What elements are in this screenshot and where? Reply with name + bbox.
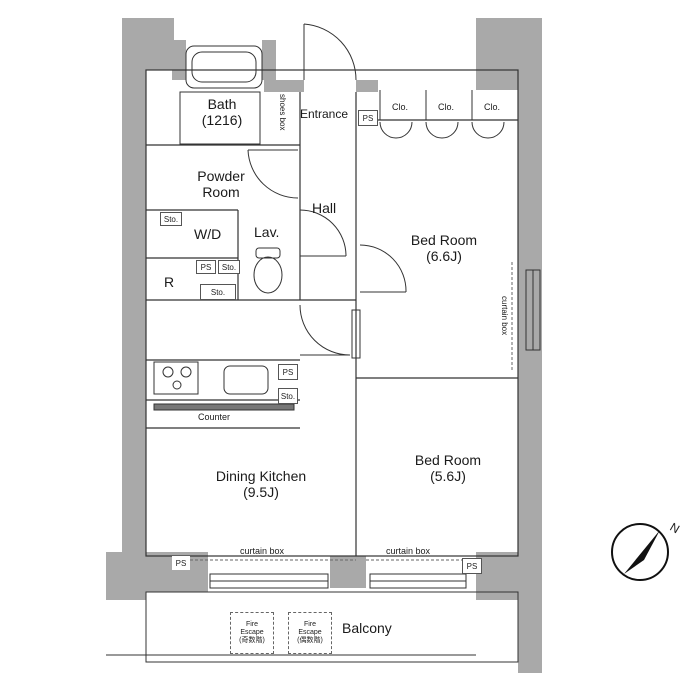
counter-label: Counter	[198, 412, 231, 422]
entrance-label: Entrance	[300, 107, 349, 121]
kitchen-appliances	[153, 361, 295, 411]
lav-label: Lav.	[254, 224, 280, 240]
bedroom-1-name: Bed Room	[410, 232, 478, 248]
bedroom-1-size: (6.6J)	[426, 248, 462, 265]
shoes-box-label: shoes box	[278, 94, 288, 131]
dining-kitchen-size: (9.5J)	[243, 484, 279, 501]
sto-powder: Sto.	[160, 212, 182, 226]
ps-entrance: PS	[358, 110, 378, 126]
curtain-box-bedroom-2: curtain box	[386, 546, 431, 556]
balcony-lines	[106, 573, 519, 663]
fire-escape-even-line3: (偶数階)	[297, 636, 323, 644]
sto-kitchen: Sto.	[278, 388, 298, 404]
fire-escape-even-line2: Escape	[298, 629, 322, 637]
sto-wd: Sto.	[218, 260, 240, 274]
sliding-door	[351, 309, 361, 359]
bedroom-2-size: (5.6J)	[430, 468, 466, 485]
fire-escape-odd-line1: Fire	[245, 621, 259, 629]
toilet-icon	[253, 247, 283, 294]
hall-label: Hall	[312, 200, 337, 216]
ps-kitchen: PS	[278, 364, 298, 380]
fire-escape-even: Fire Escape (偶数階)	[288, 612, 332, 654]
fire-escape-odd-line3: (奇数階)	[239, 636, 265, 644]
bedroom-1-label: Bed Room (6.6J)	[396, 232, 492, 264]
fire-escape-odd-line2: Escape	[240, 629, 264, 637]
bedroom-2-label: Bed Room (5.6J)	[400, 452, 496, 484]
dining-kitchen-label: Dining Kitchen (9.5J)	[196, 468, 326, 500]
exterior-walls	[106, 18, 542, 673]
fire-escape-even-line1: Fire	[303, 621, 317, 629]
bedroom-2-name: Bed Room	[414, 452, 482, 468]
bathtub-icon	[179, 45, 263, 145]
curtain-box-dining: curtain box	[240, 546, 285, 556]
bath-label: Bath (1216)	[192, 96, 252, 128]
closet-label-3: Clo.	[484, 102, 501, 112]
curtain-box-bedroom: curtain box	[500, 296, 510, 336]
powder-room-line1: Powder	[197, 168, 245, 184]
closet-label-2: Clo.	[438, 102, 455, 112]
powder-room-label: Powder Room	[186, 168, 256, 200]
bath-size: (1216)	[201, 112, 243, 129]
north-arrow-icon	[611, 523, 669, 581]
refrigerator-label: R	[164, 274, 175, 290]
wall-lines	[145, 69, 519, 557]
fire-escape-odd: Fire Escape (奇数階)	[230, 612, 274, 654]
balcony-label: Balcony	[342, 620, 392, 636]
ps-balcony-left: PS	[172, 556, 190, 570]
closet-label-1: Clo.	[392, 102, 409, 112]
curtain-boxes	[190, 262, 513, 561]
sto-lav: Sto.	[200, 284, 236, 300]
ps-wd: PS	[196, 260, 216, 274]
wd-label: W/D	[194, 226, 222, 242]
bath-name: Bath	[207, 96, 237, 112]
door-arcs	[247, 23, 505, 356]
closet-dividers	[379, 90, 473, 120]
dining-kitchen-name: Dining Kitchen	[215, 468, 307, 484]
window-bedroom	[525, 269, 541, 351]
powder-room-line2: Room	[202, 184, 240, 201]
ps-balcony-right: PS	[462, 558, 482, 574]
